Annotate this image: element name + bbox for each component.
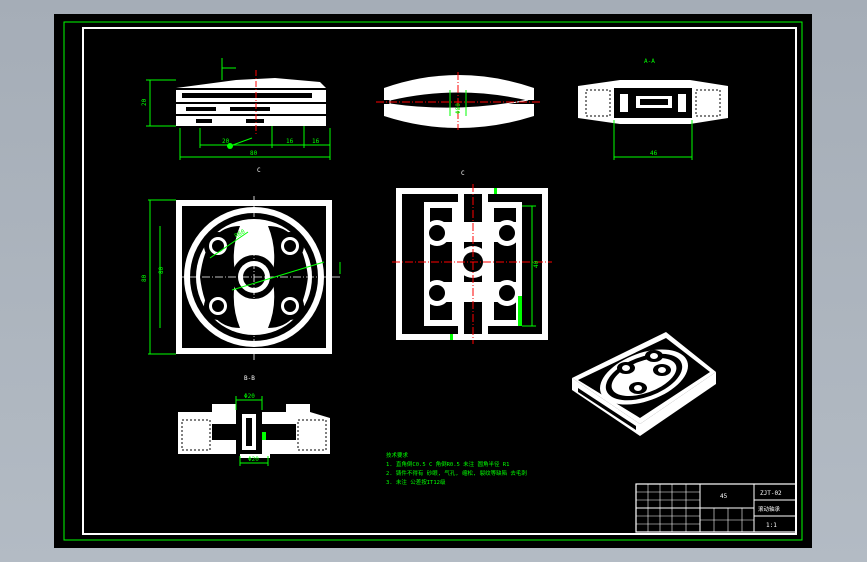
dim-2: 16	[286, 138, 294, 145]
dim-a-a: 46	[650, 150, 658, 157]
view-isometric	[572, 332, 716, 436]
dim-bottom-bb: Φ20	[248, 456, 259, 463]
view-front-section: 20 20 16 16 80 C	[141, 58, 331, 174]
view-label-c2: C	[461, 170, 465, 177]
title-drawing-no: ZJT-02	[760, 490, 782, 497]
notes-title: 技术要求	[386, 451, 409, 459]
notes-line-1: 1. 直角倒C0.5 C 角倒R0.5 未注 圆角半径 R1	[386, 460, 509, 468]
view-bottom: C 40	[392, 170, 552, 344]
title-scale: 1:1	[766, 522, 777, 529]
dim-vertical-2: 80	[158, 266, 165, 274]
inner-frame	[82, 27, 797, 535]
view-side-elevation: Φ80	[376, 72, 540, 130]
dim-1: 20	[222, 138, 230, 145]
notes-line-2: 2. 铸件不得有 砂眼, 气孔, 缩松, 裂纹等缺陷 去毛刺	[386, 469, 527, 477]
view-section-b-b: B-B Φ20 Φ20	[178, 375, 330, 466]
technical-notes: 技术要求 1. 直角倒C0.5 C 角倒R0.5 未注 圆角半径 R1 2. 铸…	[386, 451, 527, 486]
dim-height: 20	[141, 98, 148, 106]
dim-total: 80	[250, 150, 258, 157]
dim-3: 16	[312, 138, 320, 145]
view-label-c: C	[257, 167, 261, 174]
title-material: 45	[720, 493, 728, 500]
section-title-a-a: A-A	[644, 58, 655, 65]
section-title-b-b: B-B	[244, 375, 255, 382]
dim-diameter: Φ80	[455, 103, 462, 114]
outer-frame	[63, 21, 803, 541]
view-section-a-a: A-A 46	[578, 58, 728, 160]
dim-top-bb: Φ20	[244, 393, 255, 400]
notes-line-3: 3. 未注 公差按IT12级	[386, 478, 446, 486]
dim-vertical-1: 80	[141, 274, 148, 282]
view-plan: 80 80 R60	[141, 196, 341, 360]
title-part-name: 滚动轴承	[758, 505, 781, 513]
title-block: 45 ZJT-02 滚动轴承 1:1	[635, 483, 797, 533]
dim-vertical-mid: 40	[533, 260, 540, 268]
dim-radius: R60	[234, 228, 247, 240]
